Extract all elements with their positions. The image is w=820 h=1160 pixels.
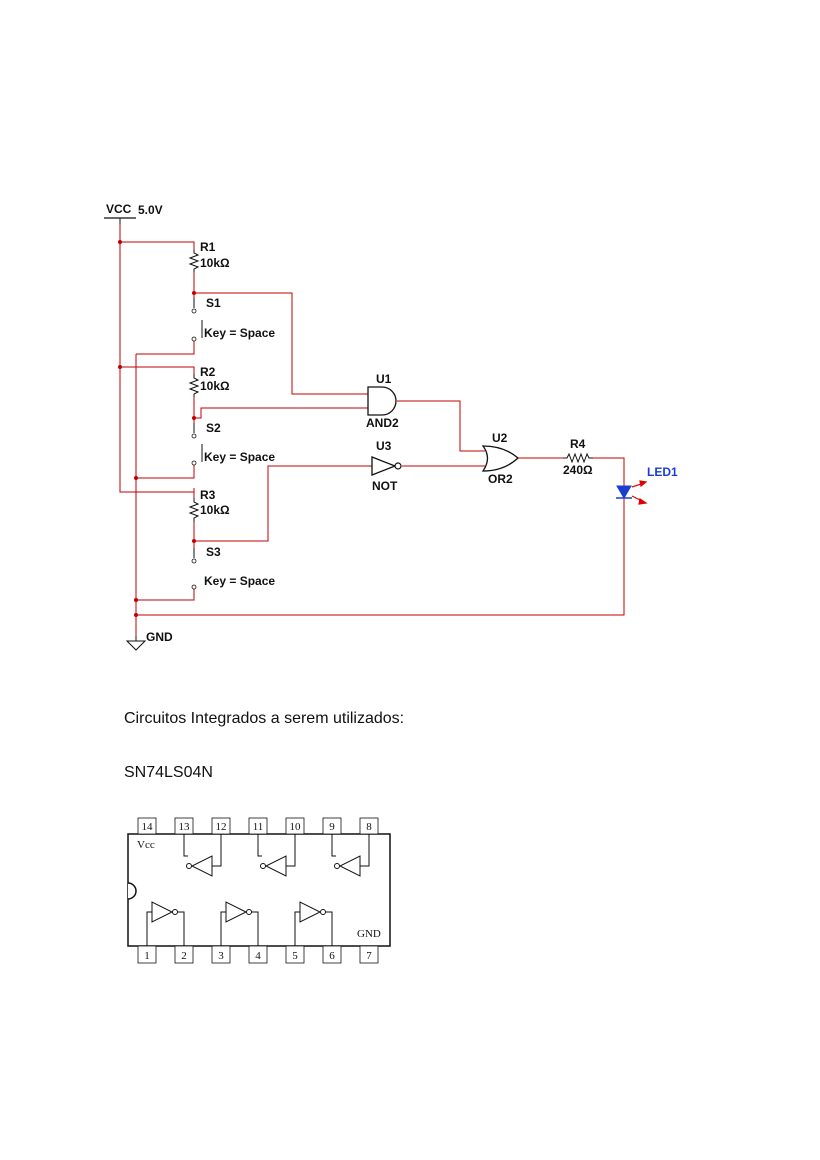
pin-3-label: 3: [218, 950, 224, 962]
s2-key: Key = Space: [204, 450, 275, 464]
vcc-voltage: 5.0V: [138, 203, 163, 217]
u3-type: NOT: [372, 479, 398, 493]
u3-ref: U3: [376, 439, 392, 453]
pin-1-label: 1: [144, 950, 150, 962]
u2-type: OR2: [488, 472, 513, 486]
pin-10-label: 10: [290, 821, 302, 833]
chip-body: [127, 833, 391, 947]
led-ref: LED1: [647, 465, 678, 479]
bottom-inverters: [146, 901, 333, 946]
resistor-r2: R2 10kΩ: [188, 365, 230, 397]
pin-5-label: 5: [292, 950, 298, 962]
junction-dots: [118, 240, 196, 617]
resistor-r3: R3 10kΩ: [188, 488, 230, 522]
chip-notch: [127, 882, 137, 900]
u1-ref: U1: [376, 372, 392, 386]
bottom-pins: [137, 945, 379, 964]
s1-key: Key = Space: [204, 326, 275, 340]
pin-4-label: 4: [255, 950, 261, 962]
pin-9-label: 9: [329, 821, 335, 833]
chip-pinout: 14 13 12 11 10 9 8 1 2 3 4 5 6 7 Vcc GND: [127, 817, 391, 964]
r3-ref: R3: [200, 488, 216, 502]
pin-6-label: 6: [329, 950, 335, 962]
r1-value: 10kΩ: [200, 256, 230, 270]
r4-value: 240Ω: [563, 463, 593, 477]
switch-s1: S1 Key = Space: [191, 296, 275, 342]
led-led1: LED1: [616, 465, 678, 505]
s3-ref: S3: [206, 545, 221, 559]
s3-key: Key = Space: [204, 574, 275, 588]
resistor-r1: R1 10kΩ: [188, 240, 230, 272]
pin-13-label: 13: [179, 821, 191, 833]
and-gate-u1: U1 AND2: [366, 372, 399, 430]
switch-s3: S3 Key = Space: [191, 545, 275, 590]
pin-2-label: 2: [181, 950, 187, 962]
ic-caption: Circuitos Integrados a serem utilizados:: [124, 710, 405, 727]
pin-12-label: 12: [216, 821, 227, 833]
r3-value: 10kΩ: [200, 503, 230, 517]
s2-ref: S2: [206, 421, 221, 435]
chip-part-number: SN74LS04N: [124, 764, 213, 781]
not-gate-u3: U3 NOT: [371, 439, 402, 493]
top-inverters: [183, 834, 370, 877]
switch-s2: S2 Key = Space: [191, 421, 275, 466]
resistor-r4: R4 240Ω: [563, 437, 593, 477]
u1-type: AND2: [366, 416, 399, 430]
pin-7-label: 7: [366, 950, 372, 962]
s1-ref: S1: [206, 296, 221, 310]
top-pins: [137, 817, 379, 835]
pin-8-label: 8: [366, 821, 372, 833]
led-emission-arrows: [631, 480, 648, 505]
pin-11-label: 11: [253, 821, 264, 833]
gnd-label: GND: [146, 630, 173, 644]
chip-vcc-label: Vcc: [137, 839, 155, 851]
circuit-schematic: VCC 5.0V R1 10kΩ R2 10kΩ R3 10kΩ S1 Key …: [104, 202, 678, 964]
vcc-label: VCC: [106, 202, 132, 216]
r2-value: 10kΩ: [200, 379, 230, 393]
u2-ref: U2: [492, 431, 508, 445]
pin-14-label: 14: [142, 821, 154, 833]
r4-ref: R4: [570, 437, 586, 451]
ground-symbol: GND: [125, 630, 173, 651]
or-gate-u2: U2 OR2: [481, 431, 519, 486]
r2-ref: R2: [200, 365, 216, 379]
chip-gnd-label: GND: [357, 928, 381, 940]
r1-ref: R1: [200, 240, 216, 254]
vcc-supply: VCC 5.0V: [104, 202, 163, 224]
red-wires: [119, 222, 625, 636]
